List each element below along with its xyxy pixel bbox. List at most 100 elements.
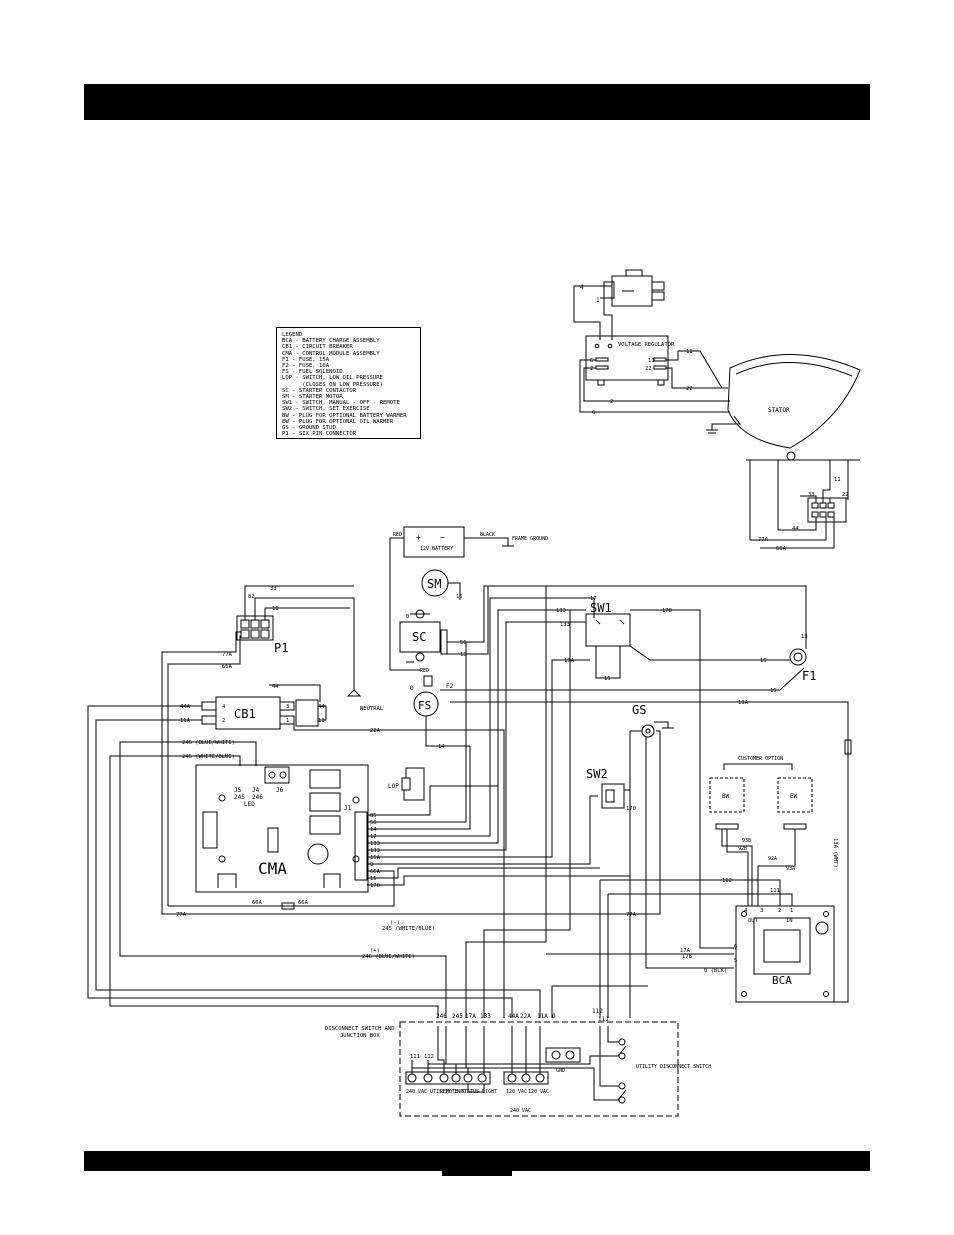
wire-label-4: 4 — [580, 284, 584, 291]
jb-111: 111 — [598, 1016, 609, 1023]
led-label: LED — [244, 801, 255, 808]
legend-item: SC - STARTER CONTACTOR — [282, 387, 357, 394]
wire-label-44a: 44A — [180, 704, 191, 710]
f2-label: F2 — [446, 683, 454, 690]
legend-item: GS - GROUND STUD — [282, 425, 336, 432]
wire-label-93a: 93A — [786, 866, 795, 872]
wire-246-blue-white: 246 (BLUE/WHITE) — [182, 740, 235, 746]
cb1-pin-1: 1 — [286, 718, 289, 724]
j1-wire-15: 15 — [370, 876, 377, 882]
legend-item: EW - PLUG FOR OPTIONAL OIL WARMER — [282, 418, 394, 425]
header-bar — [84, 84, 870, 120]
jb-44a: 44A — [508, 1013, 519, 1020]
wire-label-44b: 44 — [272, 684, 279, 690]
bca-battery-charger — [735, 905, 835, 1003]
frame-ground-label: FRAME GROUND — [512, 536, 548, 542]
jb-0: 0 — [552, 1013, 556, 1020]
wire-label-66a-d: 66A — [298, 900, 309, 906]
red-label-2: RED — [420, 668, 429, 674]
wire-label-93b: 93B — [742, 838, 751, 844]
j1-wire-17: 17 — [370, 834, 377, 840]
cb1-pin-3: 3 — [286, 704, 289, 710]
stator — [727, 354, 861, 449]
bca-in-label: IN — [786, 918, 793, 924]
sc-label: SC — [412, 630, 426, 644]
legend-item: SW2 - SWITCH, SET EXERCISE — [282, 406, 370, 413]
tb-112: 112 — [424, 1054, 434, 1060]
wire-label-13b: 13 — [801, 634, 808, 640]
legend-item: CMA - CONTROL MODULE ASSEMBLY — [282, 350, 380, 357]
lop-label: LOP — [388, 783, 399, 790]
rectifier — [603, 269, 665, 307]
neutral-label: NEUTRAL — [360, 706, 384, 712]
jb-17a: 17A — [465, 1013, 476, 1020]
utility-input-label: 240 VAC UTILITY INPUT — [406, 1089, 469, 1095]
vac-240-label: 240 VAC — [510, 1108, 531, 1114]
plus-label: (+) — [370, 948, 380, 954]
customer-option-label: CUSTOMER OPTION — [738, 756, 783, 762]
remote-status-label: REMOTE STATUS LIGHT — [440, 1089, 497, 1095]
jb-245: 245 — [452, 1013, 463, 1020]
stator-connector — [746, 451, 860, 549]
battery-minus: − — [440, 533, 445, 542]
stator-label: STATOR — [768, 407, 790, 414]
legend-item: (CLOSES ON LOW PRESSURE) — [282, 381, 384, 388]
junction-box-label: JUNCTION BOX — [340, 1033, 380, 1039]
wire-label-15a: 15A — [564, 658, 575, 664]
wire-label-11a: 11A — [180, 718, 191, 724]
bca-label: BCA — [772, 974, 792, 987]
wire-label-56: 56 — [460, 640, 467, 646]
vac-120-label: 120 VAC — [506, 1089, 527, 1095]
wire-label-33: 33 — [808, 492, 815, 498]
legend-item: FS - FUEL SOLENOID — [282, 369, 343, 376]
wire-label-6b: 6 — [592, 410, 595, 416]
cb1-label: CB1 — [234, 707, 256, 721]
j4-number: 246 — [252, 794, 263, 801]
wire-label-22a: 22A — [370, 728, 381, 734]
j1-wire-85: 85 — [370, 813, 377, 819]
legend-title: LEGEND — [282, 332, 303, 338]
legend-item: F1 - FUSE, 15A — [282, 356, 330, 363]
wire-label-11d: 11 — [272, 606, 279, 612]
sw2-switch — [601, 783, 625, 809]
wire-label-2: 2 — [590, 366, 593, 372]
wire-245-neg: 245 (WHITE/BLUE) — [382, 926, 435, 932]
bca-out-label: OUT — [748, 918, 759, 924]
wire-label-92b: 92B — [738, 846, 747, 852]
jb-133: 133 — [480, 1013, 491, 1020]
cb1-pin-4: 4 — [222, 704, 226, 710]
wire-label-66a-c: 66A — [252, 900, 263, 906]
bca-pin-2: 2 — [778, 908, 781, 914]
wire-label-14: 14 — [438, 744, 445, 750]
page-number-tab — [442, 1160, 512, 1176]
bca-pin-6: 6 — [734, 944, 737, 950]
legend-item: SM - STARTER MOTOR — [282, 394, 343, 401]
cb1-circuit-breaker — [201, 696, 319, 730]
lop-switch — [401, 767, 425, 801]
j1-wire-0: 0 — [370, 862, 373, 868]
ew-label: EW — [790, 793, 798, 800]
utility-disconnect-switch — [411, 1026, 627, 1104]
wire-label-178: 178 — [662, 608, 672, 614]
wire-label-170: 170 — [626, 806, 636, 812]
wire-label-77a-c: 77A — [176, 912, 187, 918]
bca-pin-5: 5 — [734, 958, 737, 964]
utility-disconnect-label: UTILITY DISCONNECT SWITCH — [636, 1064, 711, 1070]
legend-item: BCA - BATTERY CHARGE ASSEMBLY — [282, 338, 380, 345]
sw1-label: SW1 — [590, 601, 612, 615]
wire-label-66a: 66A — [776, 546, 787, 552]
wire-label-1: 1 — [596, 297, 600, 304]
cma-label: CMA — [258, 859, 287, 878]
blk-label: 0 (BLK) — [704, 968, 727, 974]
battery-label: 12V BATTERY — [420, 546, 453, 552]
ew-plug — [777, 777, 813, 813]
legend-item: P1 - SIX PIN CONNECTOR — [282, 431, 357, 438]
sw1-switch — [585, 613, 631, 647]
wire-label-0b: 0 — [410, 685, 414, 692]
wire-label-0: 0 — [406, 614, 409, 620]
j6-label: J6 — [276, 787, 284, 794]
red-label: RED — [393, 532, 402, 538]
